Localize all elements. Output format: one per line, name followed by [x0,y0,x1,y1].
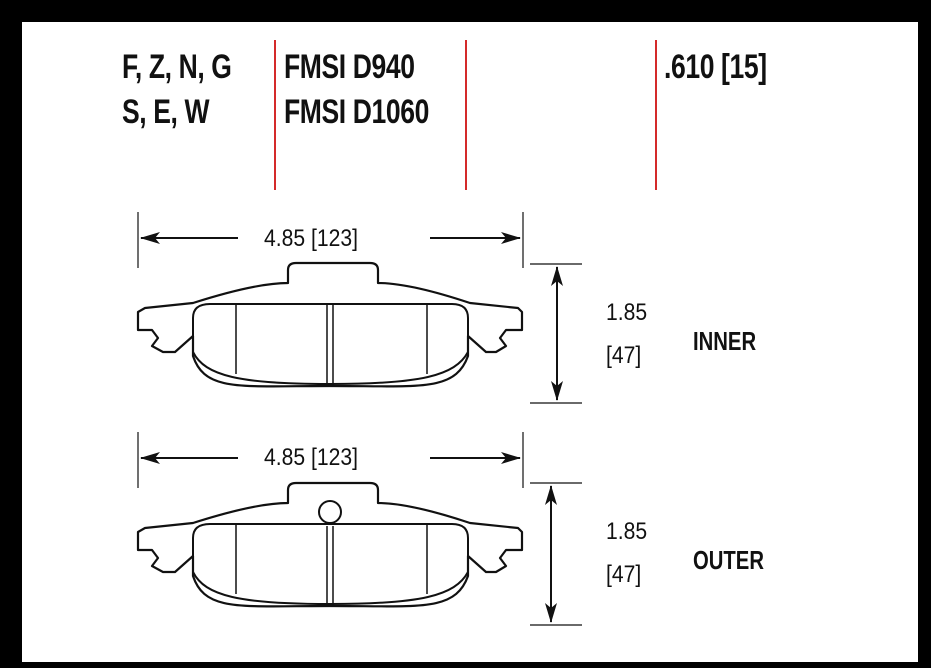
fmsi-number-1: FMSI D940 [284,48,415,86]
fmsi-number-2: FMSI D1060 [284,93,429,131]
outer-friction-material-outline [192,523,469,606]
compound-codes-line-1: F, Z, N, G [122,48,232,86]
outer-pad-drawing [136,432,582,626]
inner-pad-drawing [136,212,582,404]
drawing-sheet [22,22,918,662]
inner-backing-plate-outline [136,261,524,388]
header-divider-2 [465,40,467,190]
compound-codes-line-2: S, E, W [122,93,210,131]
outer-width-dimension: 4.85 [123] [264,444,358,471]
header-divider-1 [274,40,276,190]
inner-pad-label: INNER [693,326,757,356]
outer-backing-plate-outline [136,481,524,608]
outer-height-dimension-metric: [47] [606,561,642,588]
inner-height-dimension: 1.85 [606,299,648,326]
outer-mounting-pin-hole [318,500,342,524]
inner-height-dimension-metric: [47] [606,342,642,369]
inner-friction-material-outline [192,303,469,386]
header-divider-3 [655,40,657,190]
inner-width-dimension: 4.85 [123] [264,225,358,252]
outer-pad-label: OUTER [693,545,764,575]
outer-height-dimension: 1.85 [606,518,648,545]
pad-thickness: .610 [15] [664,48,767,86]
